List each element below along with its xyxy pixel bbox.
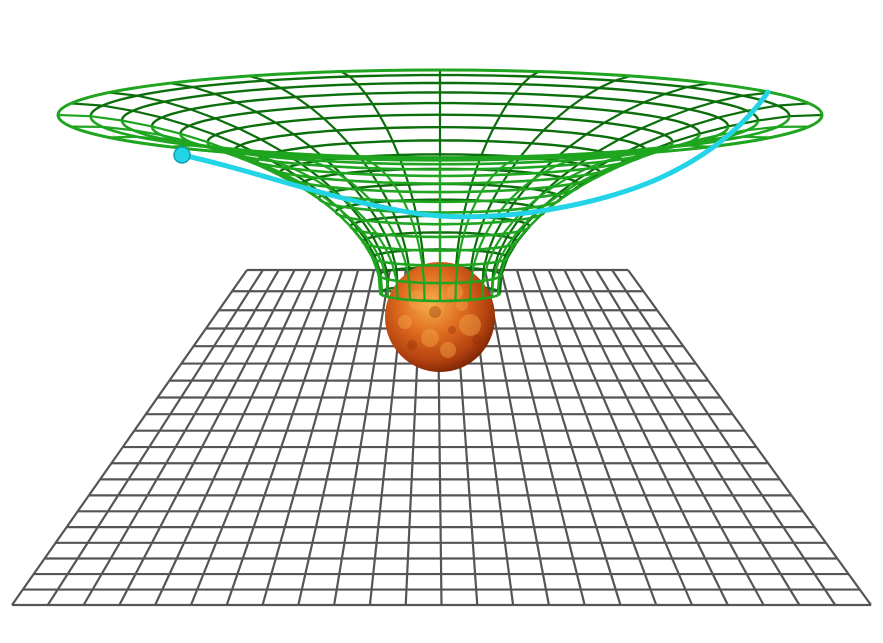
sun-surface-shade: [472, 335, 482, 345]
grid-column-line: [118, 269, 296, 606]
funnel-meridian: [109, 91, 390, 290]
funnel-ring-front: [278, 172, 602, 194]
orbit-path: [173, 89, 771, 220]
funnel-ring-front: [377, 274, 503, 285]
grid-column-line: [261, 269, 360, 606]
grid-column-line: [595, 269, 801, 606]
grid-column-line: [499, 269, 586, 606]
funnel-ring-front: [120, 120, 760, 160]
funnel-meridian: [468, 74, 632, 287]
funnel-ring-front: [255, 161, 625, 185]
flat-spacetime-grid-plane: [11, 268, 872, 607]
funnel-meridian: [340, 70, 426, 286]
grid-column-line: [579, 269, 765, 606]
grid-column-line: [82, 269, 280, 606]
grid-column-line: [333, 269, 391, 606]
grid-column-line: [154, 269, 312, 606]
grid-column-line: [11, 269, 248, 606]
funnel-ring-front: [349, 225, 531, 239]
funnel-ring-front: [378, 292, 502, 303]
funnel-ring-front: [371, 257, 509, 267]
sun-surface-spot: [398, 315, 412, 329]
sun-sphere: [385, 262, 495, 372]
planet-dot-icon: [173, 146, 191, 164]
grid-column-line: [515, 269, 622, 606]
sun-surface-spot: [459, 314, 481, 336]
curved-spacetime-funnel-front: [56, 68, 824, 303]
sun-surface-shade: [448, 326, 456, 334]
sun-surface-spot: [456, 299, 468, 311]
grid-column-line: [611, 269, 837, 606]
funnel-ring-front: [317, 198, 563, 214]
funnel-meridian: [454, 70, 540, 286]
orbit-trail: [179, 89, 771, 220]
funnel-rim: [56, 68, 824, 162]
sun-surface-spot: [421, 329, 439, 347]
sun-surface-shade: [407, 340, 417, 350]
funnel-ring-front: [334, 211, 546, 226]
grid-column-line: [297, 269, 376, 606]
sun-surface-spot: [440, 342, 456, 358]
grid-column-line: [484, 269, 550, 606]
grid-column-line: [46, 269, 264, 606]
grid-column-line: [531, 269, 658, 606]
grid-column-line: [627, 269, 872, 606]
grid-column-line: [189, 269, 328, 606]
grid-column-line: [547, 269, 694, 606]
grid-column-line: [225, 269, 344, 606]
sun-surface-shade: [429, 306, 441, 318]
grid-column-line: [563, 269, 729, 606]
funnel-ring-front: [361, 241, 519, 252]
funnel-ring-front: [231, 151, 649, 178]
